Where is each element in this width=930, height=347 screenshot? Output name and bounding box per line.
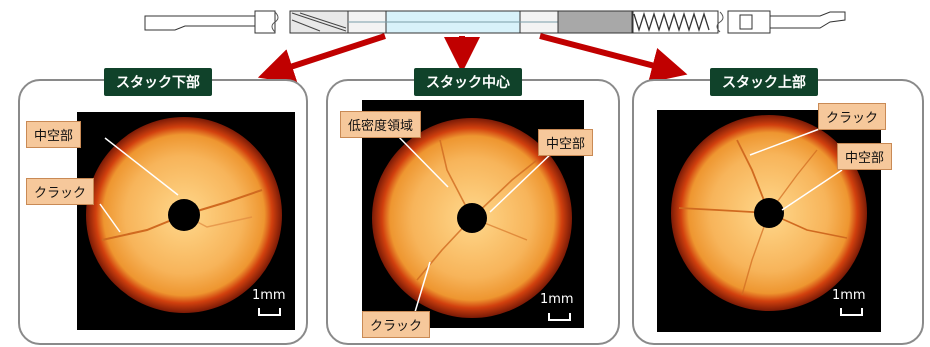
arrow-to-bottom [257, 33, 386, 84]
pellet-cross-section [671, 115, 867, 311]
callout-hollow: 中空部 [837, 143, 893, 170]
pellet-cross-section [372, 118, 572, 318]
plenum [557, 10, 634, 34]
pellet-image [657, 110, 881, 332]
scale-bar-label: 1mm [832, 288, 866, 303]
callout-crack: クラック [26, 178, 95, 205]
scale-bar [548, 313, 571, 321]
right-end-plug [769, 11, 846, 29]
panel-title: スタック上部 [710, 68, 818, 96]
center-hole [168, 199, 200, 231]
pointer-arrows [257, 33, 688, 84]
pellet-image [77, 112, 295, 330]
scale-bar [840, 308, 863, 316]
spring [633, 11, 710, 33]
callout-crack: クラック [362, 311, 431, 338]
callout-pointers [99, 137, 179, 233]
center-hole [457, 203, 487, 233]
callout-hollow: 中空部 [26, 121, 82, 148]
callout-crack: クラック [818, 103, 887, 130]
pellet-cross-section [86, 117, 282, 313]
panel-title: スタック中心 [414, 68, 522, 96]
callout-low-density: 低密度領域 [340, 111, 422, 138]
fuel-rod-schematic [144, 10, 846, 34]
arrow-to-top [539, 33, 688, 83]
scale-bar [258, 308, 281, 316]
callout-hollow: 中空部 [538, 129, 594, 156]
panel-title: スタック下部 [104, 68, 212, 96]
scale-bar-label: 1mm [252, 288, 286, 303]
scale-bar-label: 1mm [540, 292, 574, 307]
center-hole [754, 198, 784, 228]
